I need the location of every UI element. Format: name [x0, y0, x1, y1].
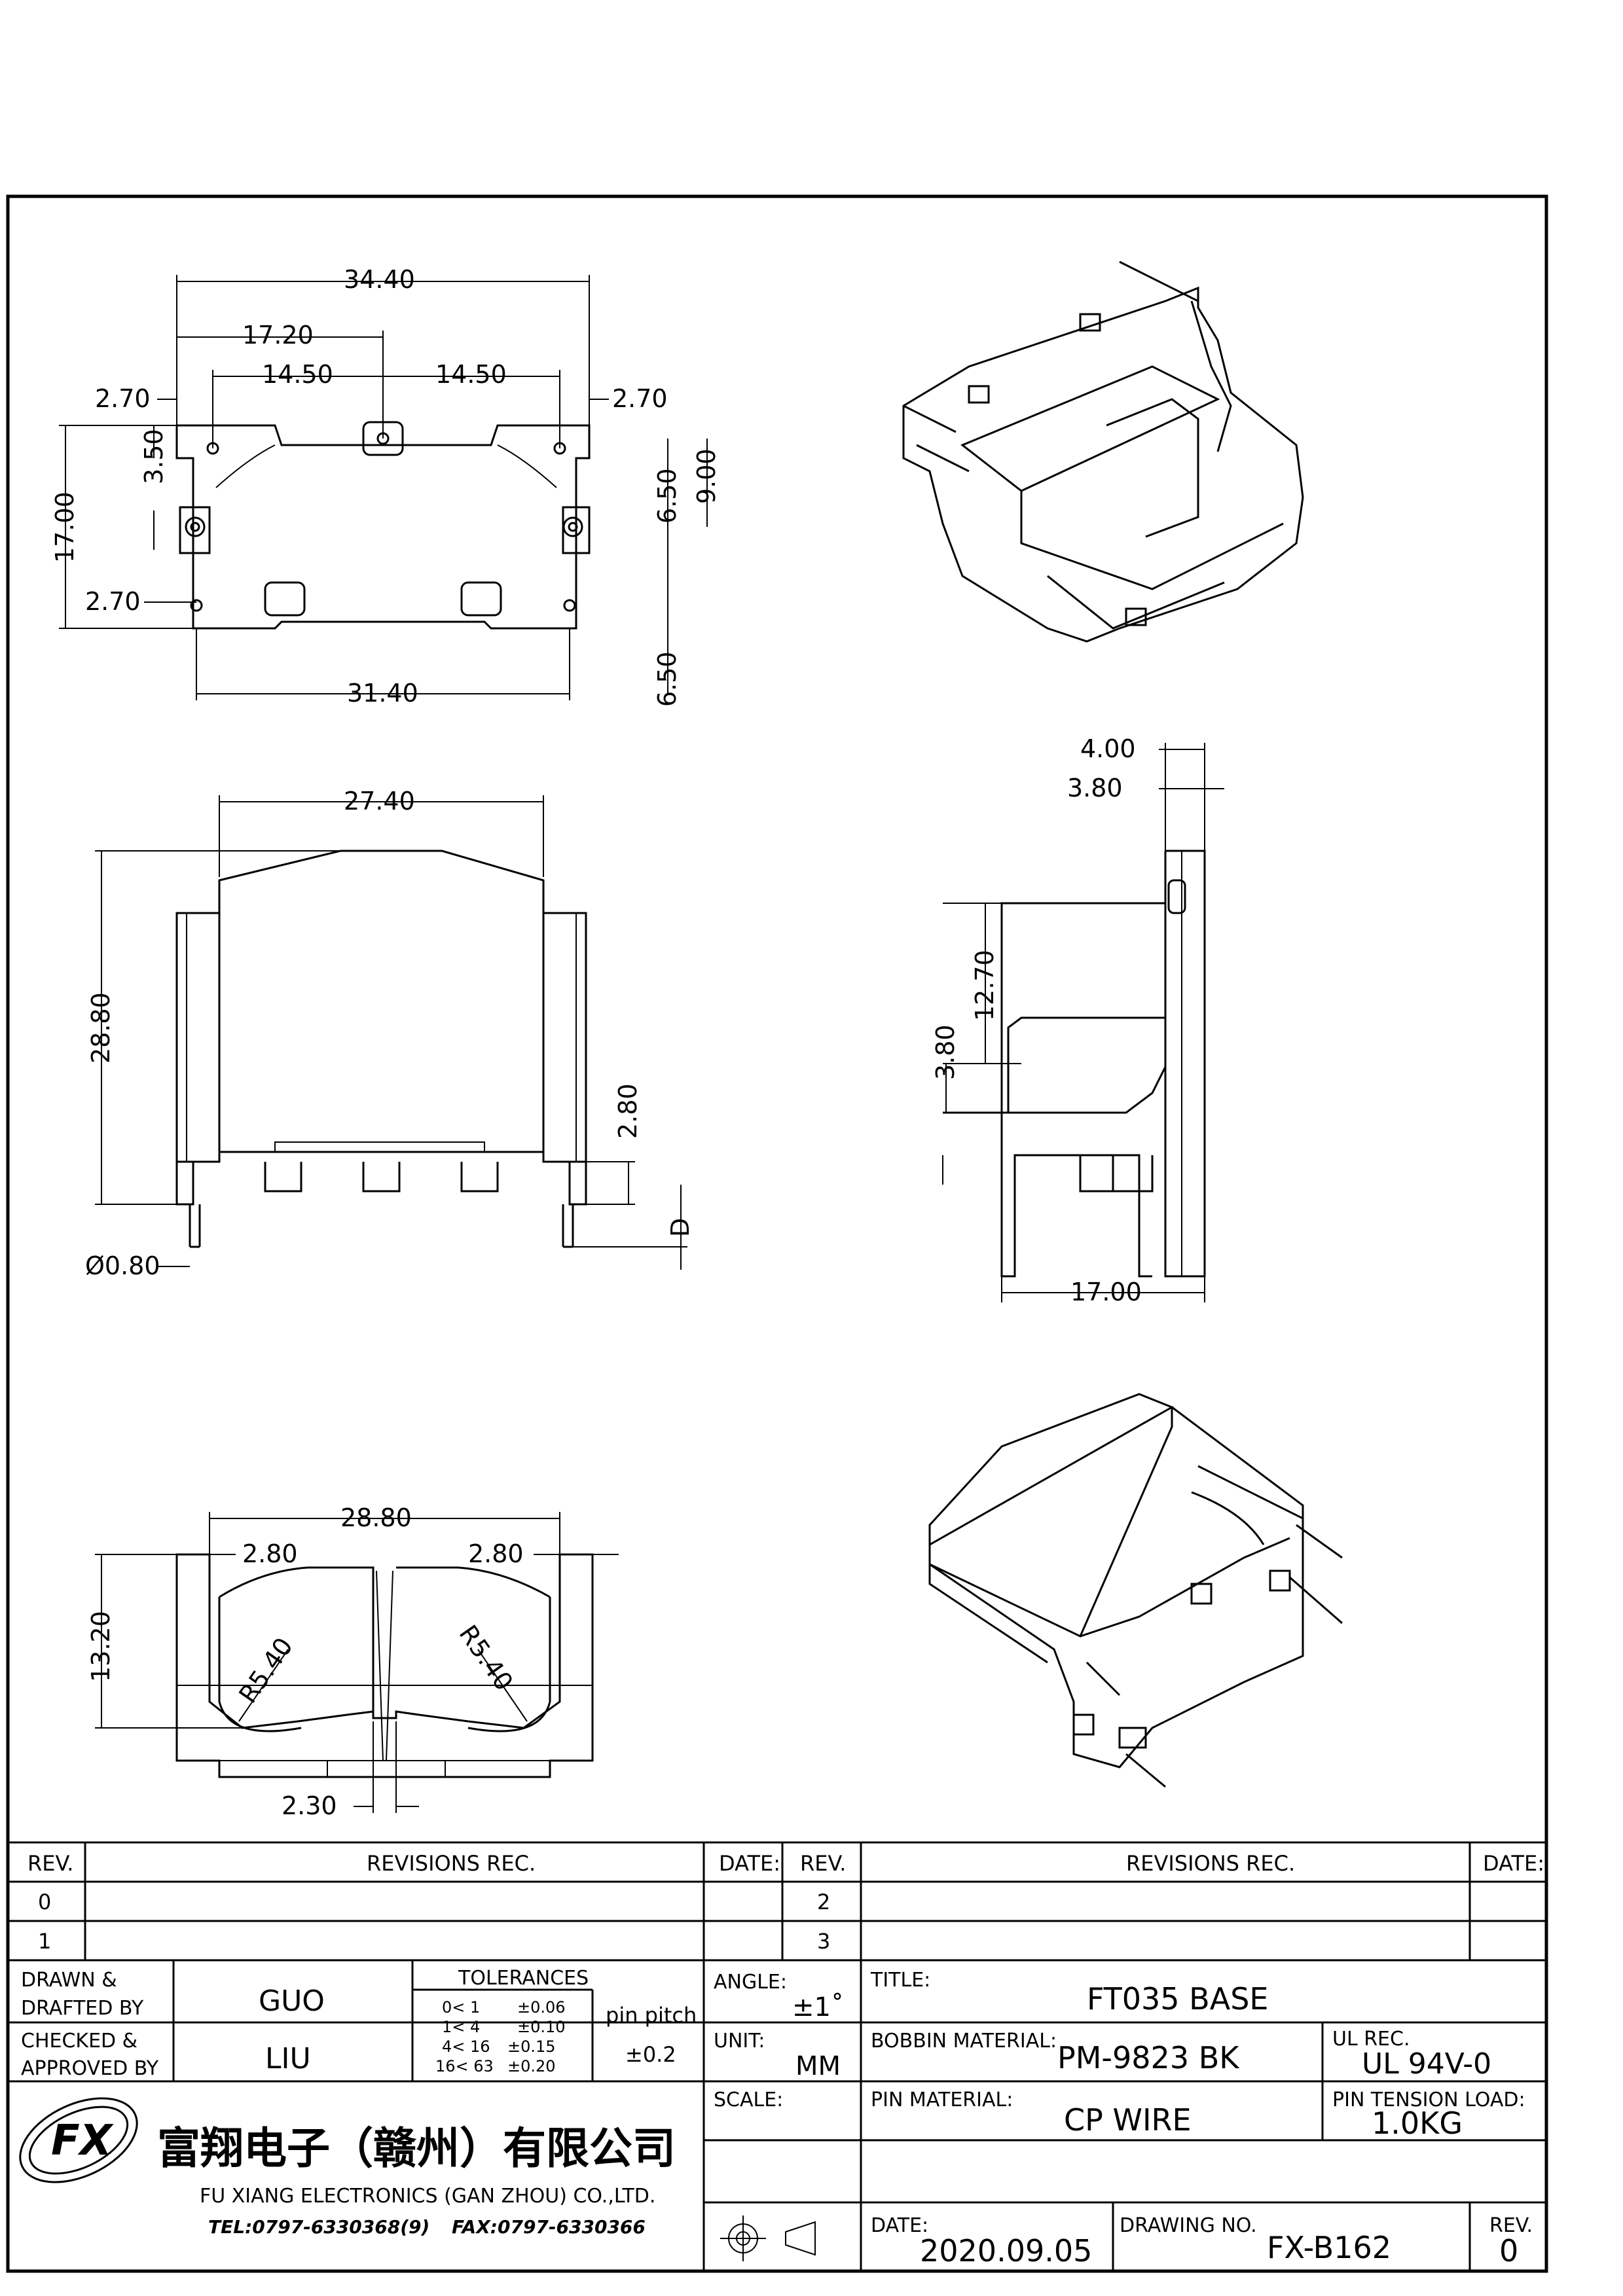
drawn-label-2: DRAFTED BY — [21, 1997, 144, 2020]
end-view — [175, 1553, 594, 1778]
dim-radius-right: R5.40 — [454, 1620, 519, 1696]
company-tel: TEL:0797-6330368(9) — [208, 2216, 429, 2238]
dim-pin-offset-left: 14.50 — [262, 360, 333, 389]
projection-symbol — [720, 2215, 816, 2261]
dim-radius-left: R5.40 — [233, 1632, 299, 1708]
dim-pin-diameter: Ø0.80 — [85, 1251, 160, 1280]
pin-pitch-value: ±0.2 — [625, 2042, 676, 2067]
isometric-view-top — [902, 260, 1304, 643]
title-label: TITLE: — [870, 1969, 930, 1992]
dim-pin-stub: 2.80 — [613, 1083, 642, 1139]
tol-value-3: ±0.20 — [507, 2057, 556, 2075]
pin-tension-value: 1.0KG — [1372, 2106, 1463, 2141]
front-view-dimensions — [95, 795, 687, 1270]
dim-end-width: 28.80 — [340, 1503, 412, 1532]
dim-step-height: 3.80 — [931, 1024, 960, 1080]
dim-pin-length: D — [666, 1218, 695, 1237]
tol-value-1: ±0.10 — [517, 2018, 566, 2036]
date-header-left: DATE: — [719, 1851, 780, 1876]
rev-label: REV. — [1489, 2214, 1533, 2237]
ul-label: UL REC. — [1332, 2028, 1410, 2051]
top-view-dimensions — [59, 275, 708, 700]
checked-label-2: APPROVED BY — [21, 2057, 159, 2080]
logo-text: FX — [51, 2117, 114, 2165]
dim-side-top-b: 3.80 — [1067, 774, 1123, 802]
dim-edge-right: 2.70 — [612, 384, 668, 413]
dim-margin-left: 2.80 — [242, 1539, 298, 1568]
date-value: 2020.09.05 — [920, 2233, 1092, 2269]
side-view-dimensions — [942, 743, 1224, 1302]
pin-material-value: CP WIRE — [1064, 2102, 1192, 2138]
rev-row-3: 3 — [817, 1929, 830, 1954]
rev-value: 0 — [1499, 2233, 1518, 2269]
dim-half-width: 17.20 — [242, 321, 314, 350]
end-view-dimensions — [95, 1512, 619, 1813]
tol-value-0: ±0.06 — [517, 1998, 566, 2017]
dim-front-height: 28.80 — [86, 992, 115, 1064]
bobbin-value: PM-9823 BK — [1057, 2040, 1240, 2075]
tolerances-label: TOLERANCES — [458, 1967, 589, 1990]
dim-edge-left: 2.70 — [95, 384, 151, 413]
ul-value: UL 94V-0 — [1362, 2047, 1491, 2081]
title-block-lines — [8, 1841, 1546, 2271]
company-name-en: FU XIANG ELECTRONICS (GAN ZHOU) CO.,LTD. — [200, 2185, 655, 2208]
drawn-label-1: DRAWN & — [21, 1969, 117, 1992]
unit-label: UNIT: — [714, 2030, 765, 2053]
dim-slot: 2.30 — [282, 1791, 337, 1820]
company-logo — [19, 2097, 138, 2183]
dim-pin-y-span: 6.50 — [653, 468, 682, 524]
drawn-value: GUO — [259, 1984, 325, 2018]
top-view — [175, 421, 591, 630]
tol-value-2: ±0.15 — [507, 2037, 556, 2056]
rev-rec-header-right: REVISIONS REC. — [1126, 1851, 1295, 1876]
tol-range-2: 4< 16 — [442, 2037, 490, 2056]
pin-tension-label: PIN TENSION LOAD: — [1332, 2089, 1525, 2111]
sheet-border — [6, 194, 1548, 2273]
pin-material-label: PIN MATERIAL: — [871, 2089, 1013, 2111]
dim-top-width: 27.40 — [344, 787, 415, 816]
dim-pin-y-top: 3.50 — [139, 429, 168, 484]
dim-end-height: 13.20 — [86, 1611, 115, 1682]
rev-header-left: REV. — [27, 1851, 73, 1876]
isometric-view-bottom — [928, 1393, 1343, 1788]
rev-row-2: 2 — [817, 1890, 830, 1914]
title-value: FT035 BASE — [1087, 1981, 1268, 2017]
tol-range-1: 1< 4 — [442, 2018, 480, 2036]
dim-overall-width: 34.40 — [344, 265, 415, 294]
date-label: DATE: — [871, 2214, 928, 2237]
rev-rec-header-left: REVISIONS REC. — [367, 1851, 536, 1876]
dim-pin-offset-right: 14.50 — [435, 360, 507, 389]
company-name-cn: 富翔电子（赣州）有限公司 — [157, 2123, 676, 2174]
dim-pin-y-bottom: 2.70 — [85, 587, 141, 616]
dim-height: 17.00 — [50, 492, 79, 563]
dim-side-depth: 17.00 — [1070, 1278, 1142, 1306]
dim-wall-height: 12.70 — [970, 950, 999, 1021]
tol-range-0: 0< 1 — [442, 1998, 480, 2017]
drawing-no-value: FX-B162 — [1267, 2230, 1391, 2265]
pin-pitch-label: pin pitch — [606, 2003, 697, 2028]
unit-value: MM — [795, 2051, 841, 2081]
checked-value: LIU — [265, 2042, 311, 2075]
date-header-right: DATE: — [1483, 1851, 1544, 1876]
bobbin-label: BOBBIN MATERIAL: — [871, 2030, 1057, 2053]
dim-pin-row-width: 31.40 — [347, 679, 418, 708]
rev-row-0: 0 — [38, 1890, 51, 1914]
angle-value: ±1˚ — [792, 1992, 844, 2022]
company-fax: FAX:0797-6330366 — [452, 2216, 646, 2238]
dim-side-top-a: 4.00 — [1080, 734, 1136, 763]
dim-pin-y-total: 9.00 — [692, 448, 721, 504]
dim-pin-y-lower: 6.50 — [653, 651, 682, 707]
rev-row-1: 1 — [38, 1929, 51, 1954]
tol-range-3: 16< 63 — [435, 2057, 494, 2075]
angle-label: ANGLE: — [714, 1971, 787, 1994]
rev-header-right: REV. — [800, 1851, 846, 1876]
drawing-no-label: DRAWING NO. — [1120, 2214, 1257, 2237]
checked-label-1: CHECKED & — [21, 2030, 137, 2053]
scale-label: SCALE: — [714, 2089, 783, 2111]
dim-margin-right: 2.80 — [468, 1539, 524, 1568]
